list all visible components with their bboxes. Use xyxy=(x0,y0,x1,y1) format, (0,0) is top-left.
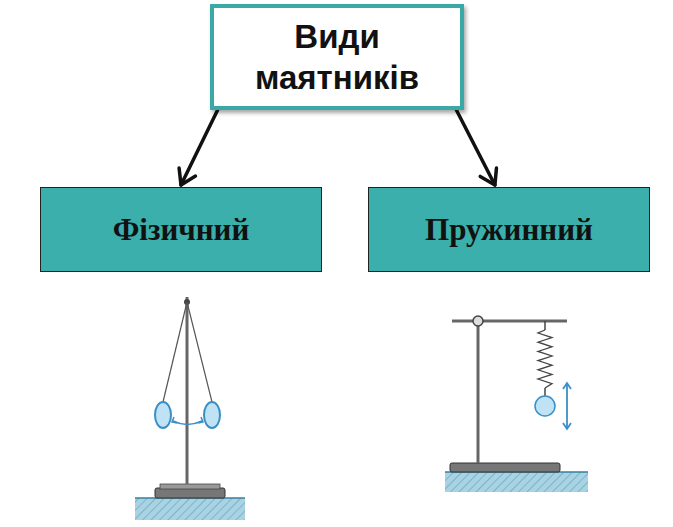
arrow-connector xyxy=(179,110,218,185)
category-box: Фізичний xyxy=(40,187,322,272)
title-box: Види маятників xyxy=(210,4,464,110)
category-box: Пружинний xyxy=(368,187,650,272)
node-label: Фізичний xyxy=(113,212,250,248)
node-label: Види маятників xyxy=(214,16,460,99)
node-label: Пружинний xyxy=(425,212,593,248)
physical-pendulum xyxy=(135,297,245,520)
arrow-connector xyxy=(456,110,496,185)
spring-pendulum xyxy=(445,316,588,492)
